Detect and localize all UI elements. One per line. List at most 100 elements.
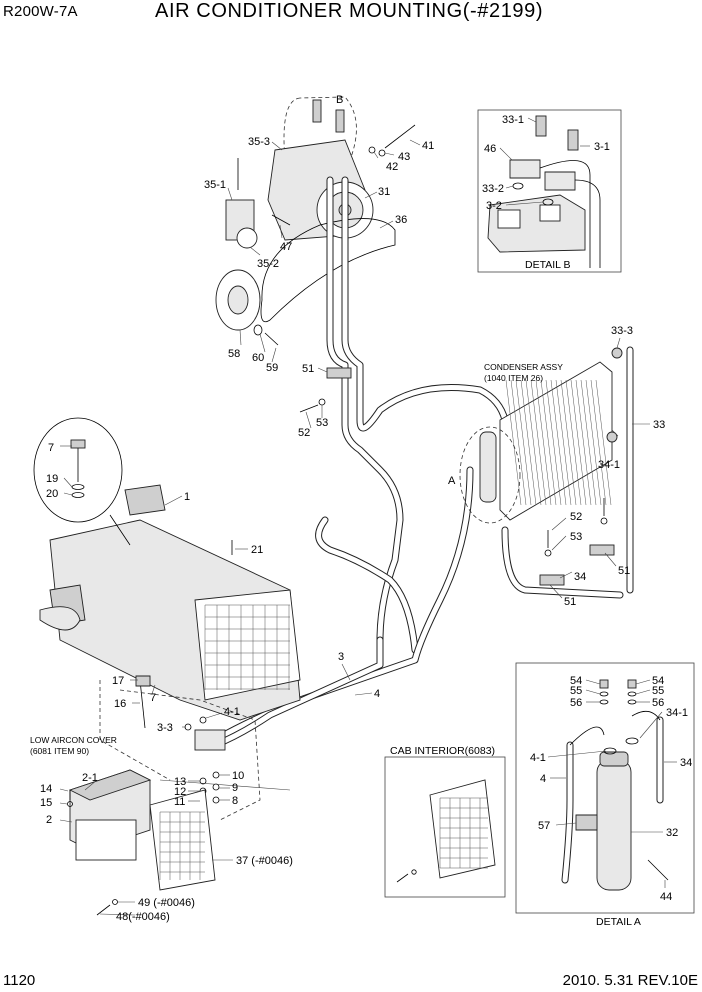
evaporator-grid xyxy=(204,604,290,690)
label-41: 41 xyxy=(422,140,434,152)
washer-53-upper xyxy=(318,398,326,406)
caption-detail-b: DETAIL B xyxy=(525,259,571,271)
label-55-left: 55 xyxy=(570,685,582,697)
label-2-1: 2-1 xyxy=(82,772,98,784)
cover-37-group xyxy=(96,789,216,916)
label-4-detail: 4 xyxy=(540,773,546,785)
leader-34-1-detail xyxy=(639,711,663,739)
caption-condenser-ref: (1040 ITEM 26) xyxy=(484,373,543,383)
bolt-41 xyxy=(384,124,416,149)
label-42: 42 xyxy=(386,161,398,173)
label-55-right: 55 xyxy=(652,685,664,697)
condenser-fin xyxy=(520,379,537,506)
leader-41 xyxy=(409,139,421,146)
condenser-fin xyxy=(510,379,527,506)
label-43: 43 xyxy=(398,151,410,163)
label-48: 48(-#0046) xyxy=(116,911,170,923)
label-37: 37 (-#0046) xyxy=(236,855,293,867)
control-panel-group xyxy=(67,769,152,861)
label-35-1: 35-1 xyxy=(204,179,226,191)
leader-55-left xyxy=(585,689,601,695)
fitting-33-3 xyxy=(611,347,623,359)
leader-43 xyxy=(384,152,395,156)
leader-55-right xyxy=(635,689,651,695)
clamp-51-lower xyxy=(539,574,565,586)
diagram-labels: B A 35-3 35-1 35-2 47 31 36 41 42 43 58 … xyxy=(30,94,692,928)
detail-b-callout-outline xyxy=(283,96,357,166)
leader-54-right xyxy=(635,679,651,685)
hose-run-suction-inner xyxy=(327,177,403,643)
control-panel-body xyxy=(75,819,137,861)
label-47: 47 xyxy=(280,241,292,253)
detail-b-view xyxy=(477,109,622,273)
label-36: 36 xyxy=(395,214,407,226)
detail-a-pipe-link-2 xyxy=(631,711,661,721)
low-aircon-cover-outline-2 xyxy=(99,680,171,781)
date-revision: 2010. 5.31 REV.10E xyxy=(562,972,698,989)
leader-20 xyxy=(63,492,73,496)
leader-60 xyxy=(259,333,266,353)
label-34-lower: 34 xyxy=(574,571,586,583)
condenser-group xyxy=(459,347,623,524)
detail-b-compressor-head xyxy=(487,194,586,253)
oring-56-left xyxy=(599,699,609,705)
nut-10 xyxy=(212,771,220,779)
detail-a-callout-outline xyxy=(459,426,521,524)
label-53-upper: 53 xyxy=(316,417,328,429)
leader-57 xyxy=(555,822,577,826)
detail-b-fitting-46 xyxy=(509,159,541,179)
detail-b-fitting-3-1 xyxy=(544,171,576,191)
bolt-44 xyxy=(647,859,669,881)
condenser-fin xyxy=(555,379,572,506)
page-number: 1120 xyxy=(3,972,36,989)
nut-43 xyxy=(378,149,386,157)
cab-cover-grille xyxy=(439,797,488,869)
leader-4 xyxy=(354,692,373,696)
leader-58 xyxy=(239,329,242,346)
label-59: 59 xyxy=(266,362,278,374)
washer-15 xyxy=(67,801,73,807)
leader-7-panel xyxy=(151,684,156,695)
caption-condenser-assy: CONDENSER ASSY xyxy=(484,362,563,372)
bolt-detail-circle xyxy=(33,417,131,546)
receiver-drier-top xyxy=(599,751,629,767)
bolt-59 xyxy=(264,332,279,346)
clamp-17 xyxy=(135,675,151,687)
leader-3 xyxy=(341,663,351,681)
washer-55-left xyxy=(599,691,609,697)
label-15: 15 xyxy=(40,797,52,809)
leader-35-1 xyxy=(227,187,233,201)
nut-54-left xyxy=(599,679,609,689)
label-54-left: 54 xyxy=(570,675,582,687)
washer-60 xyxy=(253,324,263,336)
leader-1 xyxy=(164,495,183,506)
label-51-lower: 51 xyxy=(564,596,576,608)
detail-a-view xyxy=(515,662,695,914)
detail-b-port-block xyxy=(497,209,521,229)
bolt-52-upper xyxy=(299,404,319,413)
caption-detail-a: DETAIL A xyxy=(596,916,641,928)
label-1: 1 xyxy=(184,491,190,503)
washer-20 xyxy=(71,492,85,498)
leader-34-1 xyxy=(611,429,619,437)
hose-3-inner xyxy=(212,467,473,743)
leader-53-lower xyxy=(551,535,567,551)
label-31: 31 xyxy=(378,186,390,198)
hose-receiver-line-inner xyxy=(502,527,623,598)
leader-35-2 xyxy=(249,246,261,256)
leader-51-right xyxy=(604,552,617,567)
label-35-3: 35-3 xyxy=(248,136,270,148)
condenser-fin xyxy=(545,379,562,506)
condenser-fins xyxy=(505,379,612,506)
refrigerant-hoses xyxy=(211,176,634,749)
screw-48 xyxy=(96,904,111,916)
detail-b-hose-line-2 xyxy=(539,160,591,268)
detail-a-frame xyxy=(515,662,695,914)
hvac-unit-group xyxy=(39,484,301,821)
label-52-upper: 52 xyxy=(298,427,310,439)
label-17: 17 xyxy=(112,675,124,687)
condenser-fin xyxy=(505,379,522,506)
leader-33-3 xyxy=(616,337,621,349)
